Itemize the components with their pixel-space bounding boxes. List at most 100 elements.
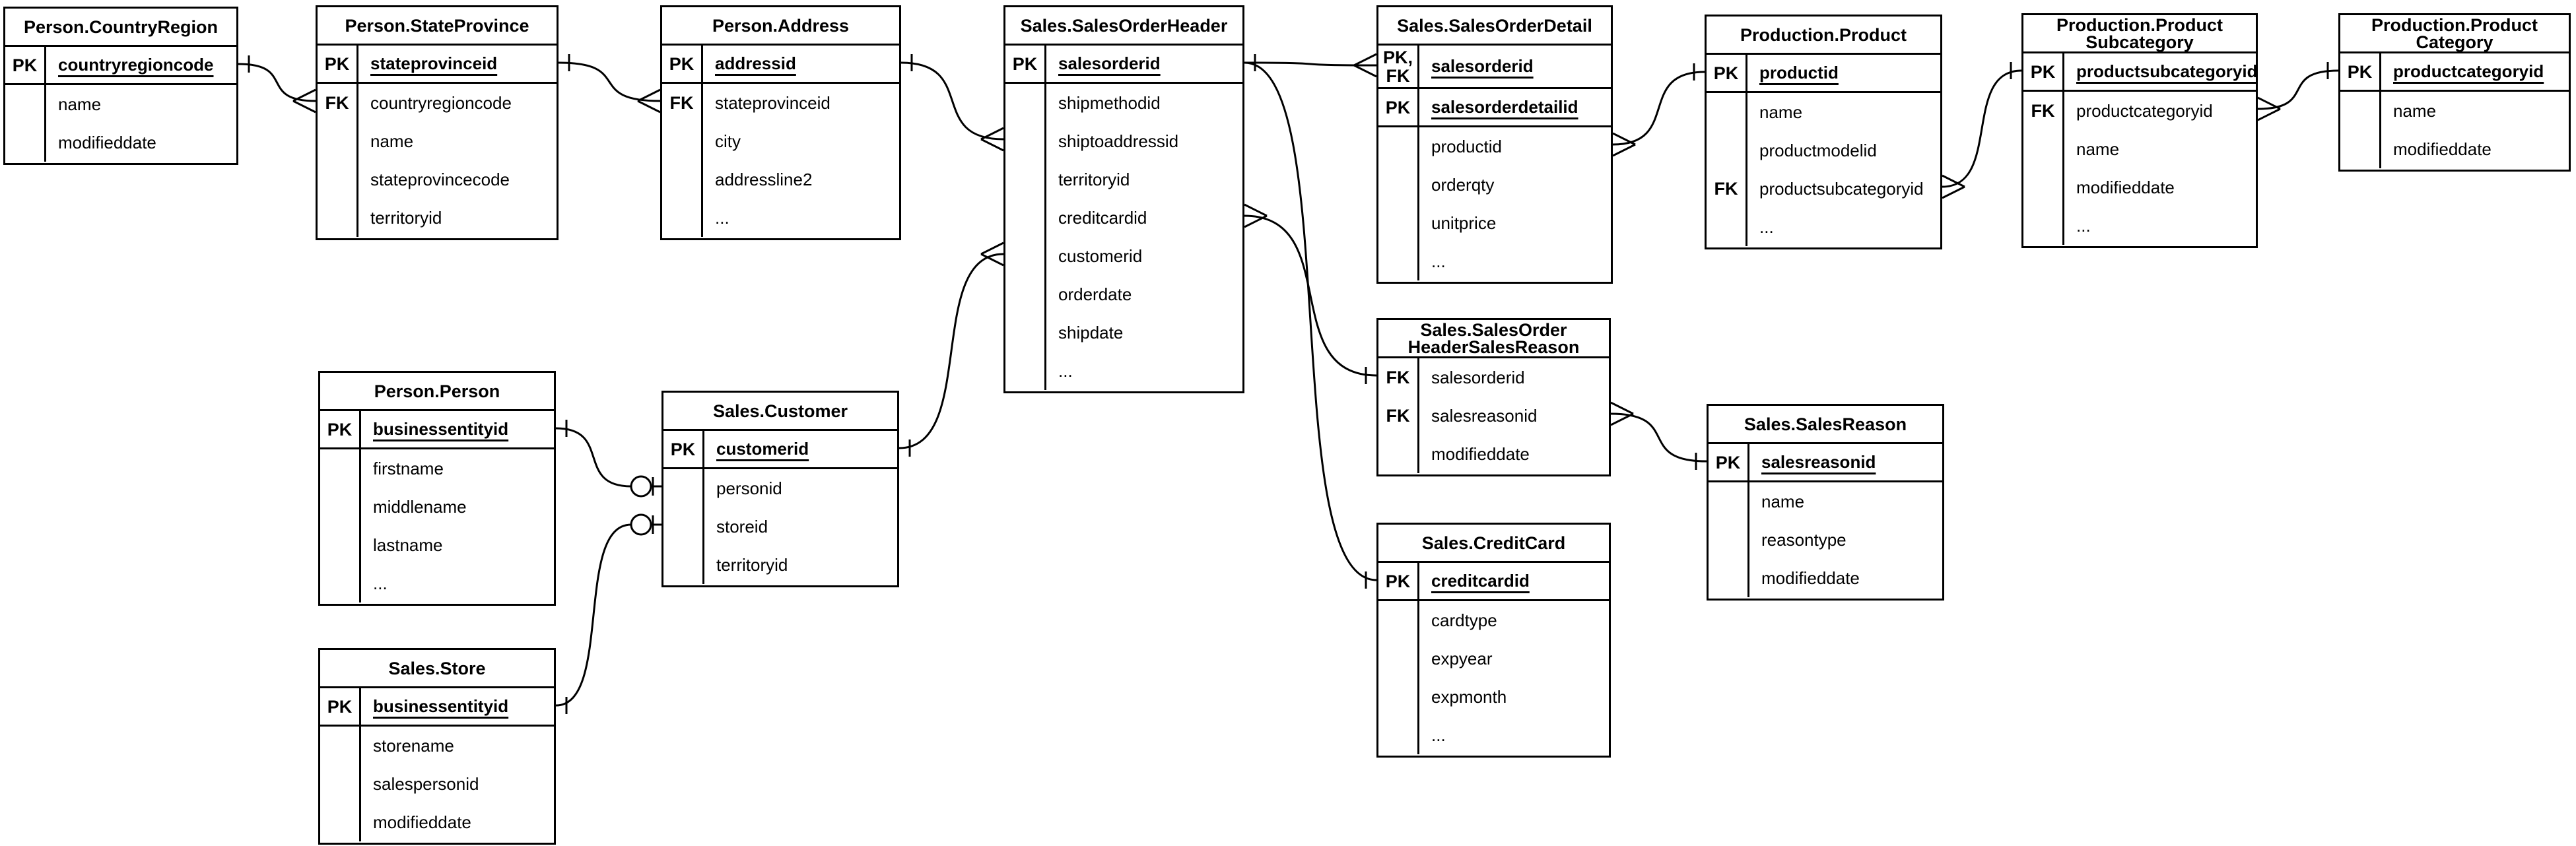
column-name: modifieddate [1749, 559, 1942, 597]
key-badge: PK [663, 431, 704, 467]
pk-column-name: salesorderid [1046, 46, 1242, 82]
column-row: ... [2023, 207, 2256, 245]
column-label: territoryid [370, 207, 442, 228]
column-name: modifieddate [2381, 130, 2569, 168]
column-row: territoryid [663, 546, 897, 584]
entity-title: Sales.SalesOrderDetail [1378, 7, 1611, 46]
pk-column-name: creditcardid [1419, 563, 1609, 599]
column-name: storeid [704, 507, 897, 546]
key-badge [1378, 435, 1419, 473]
column-label: orderdate [1058, 284, 1132, 304]
pk-column-name: productsubcategoryid [2064, 53, 2257, 90]
key-badge [2340, 92, 2381, 130]
column-label: firstname [373, 458, 444, 478]
column-label: ... [2076, 215, 2091, 236]
column-row: name [1707, 93, 1940, 131]
column-label: addressid [715, 53, 796, 73]
column-row: ... [1707, 208, 1940, 246]
key-badge [2023, 207, 2064, 245]
pk-column-name: customerid [704, 431, 897, 467]
column-row: lastname [320, 526, 554, 564]
column-row: expmonth [1378, 678, 1609, 716]
column-label: modifieddate [373, 812, 471, 832]
key-badge [318, 199, 358, 237]
column-row: salespersonid [320, 765, 554, 803]
column-name: customerid [1046, 237, 1242, 275]
column-name: stateprovinceid [703, 84, 899, 122]
column-name: ... [2064, 207, 2256, 245]
entity-title: Sales.SalesOrderHeader [1005, 7, 1242, 46]
column-label: creditcardid [1431, 571, 1530, 591]
column-name: name [1747, 93, 1940, 131]
relationship-person-stateprovince-person-address [558, 54, 661, 114]
key-badge [1707, 93, 1747, 131]
column-row: productmodelid [1707, 131, 1940, 170]
relationship-person-person-sales-customer [555, 420, 661, 498]
column-name: unitprice [1419, 204, 1611, 242]
key-badge [1005, 199, 1046, 237]
relationship-sales-salesorderheader-sales-creditcard [1244, 61, 1377, 589]
entity-title: Production.Product Subcategory [2023, 15, 2256, 53]
column-label: productcategoryid [2393, 61, 2544, 81]
column-label: salespersonid [373, 773, 479, 794]
relationship-sales-salesorderheader-sales-salesorderheadersalesreason [1244, 203, 1377, 384]
column-row: ... [320, 564, 554, 602]
column-row: ... [1378, 716, 1609, 754]
key-badge [320, 803, 361, 841]
column-row: stateprovincecode [318, 160, 557, 199]
key-badge [662, 199, 703, 237]
column-label: storeid [716, 516, 768, 537]
column-label: addressline2 [715, 169, 813, 189]
column-name: cardtype [1419, 601, 1609, 639]
entity-title: Person.StateProvince [318, 7, 557, 46]
key-badge [663, 469, 704, 507]
entity-title: Sales.SalesReason [1709, 406, 1942, 444]
column-label: cardtype [1431, 610, 1497, 630]
column-row: shipdate [1005, 313, 1242, 352]
column-row: reasontype [1709, 521, 1942, 559]
pk-column-name: salesorderdetailid [1419, 89, 1611, 125]
column-label: name [1761, 491, 1805, 511]
column-label: name [370, 131, 414, 151]
column-row: productid [1378, 127, 1611, 166]
key-badge [5, 85, 46, 123]
entity-title: Person.Address [662, 7, 899, 46]
column-label: productcategoryid [2076, 100, 2213, 121]
column-name: orderqty [1419, 166, 1611, 204]
key-badge [1707, 131, 1747, 170]
key-badge [1005, 84, 1046, 122]
relationship-person-address-sales-salesorderheader [900, 54, 1004, 152]
column-name: personid [704, 469, 897, 507]
key-badge [320, 564, 361, 602]
relationship-sales-store-sales-customer [555, 513, 661, 714]
relationship-sales-customer-sales-salesorderheader [898, 242, 1004, 457]
key-badge [1378, 166, 1419, 204]
column-label: salesreasonid [1761, 452, 1876, 472]
column-row: ... [1378, 242, 1611, 280]
column-label: salesorderid [1431, 367, 1525, 387]
column-label: creditcardid [1058, 207, 1147, 228]
column-row: customerid [1005, 237, 1242, 275]
column-label: ... [1058, 360, 1073, 381]
entity-body: personid storeid territoryid [663, 469, 897, 584]
